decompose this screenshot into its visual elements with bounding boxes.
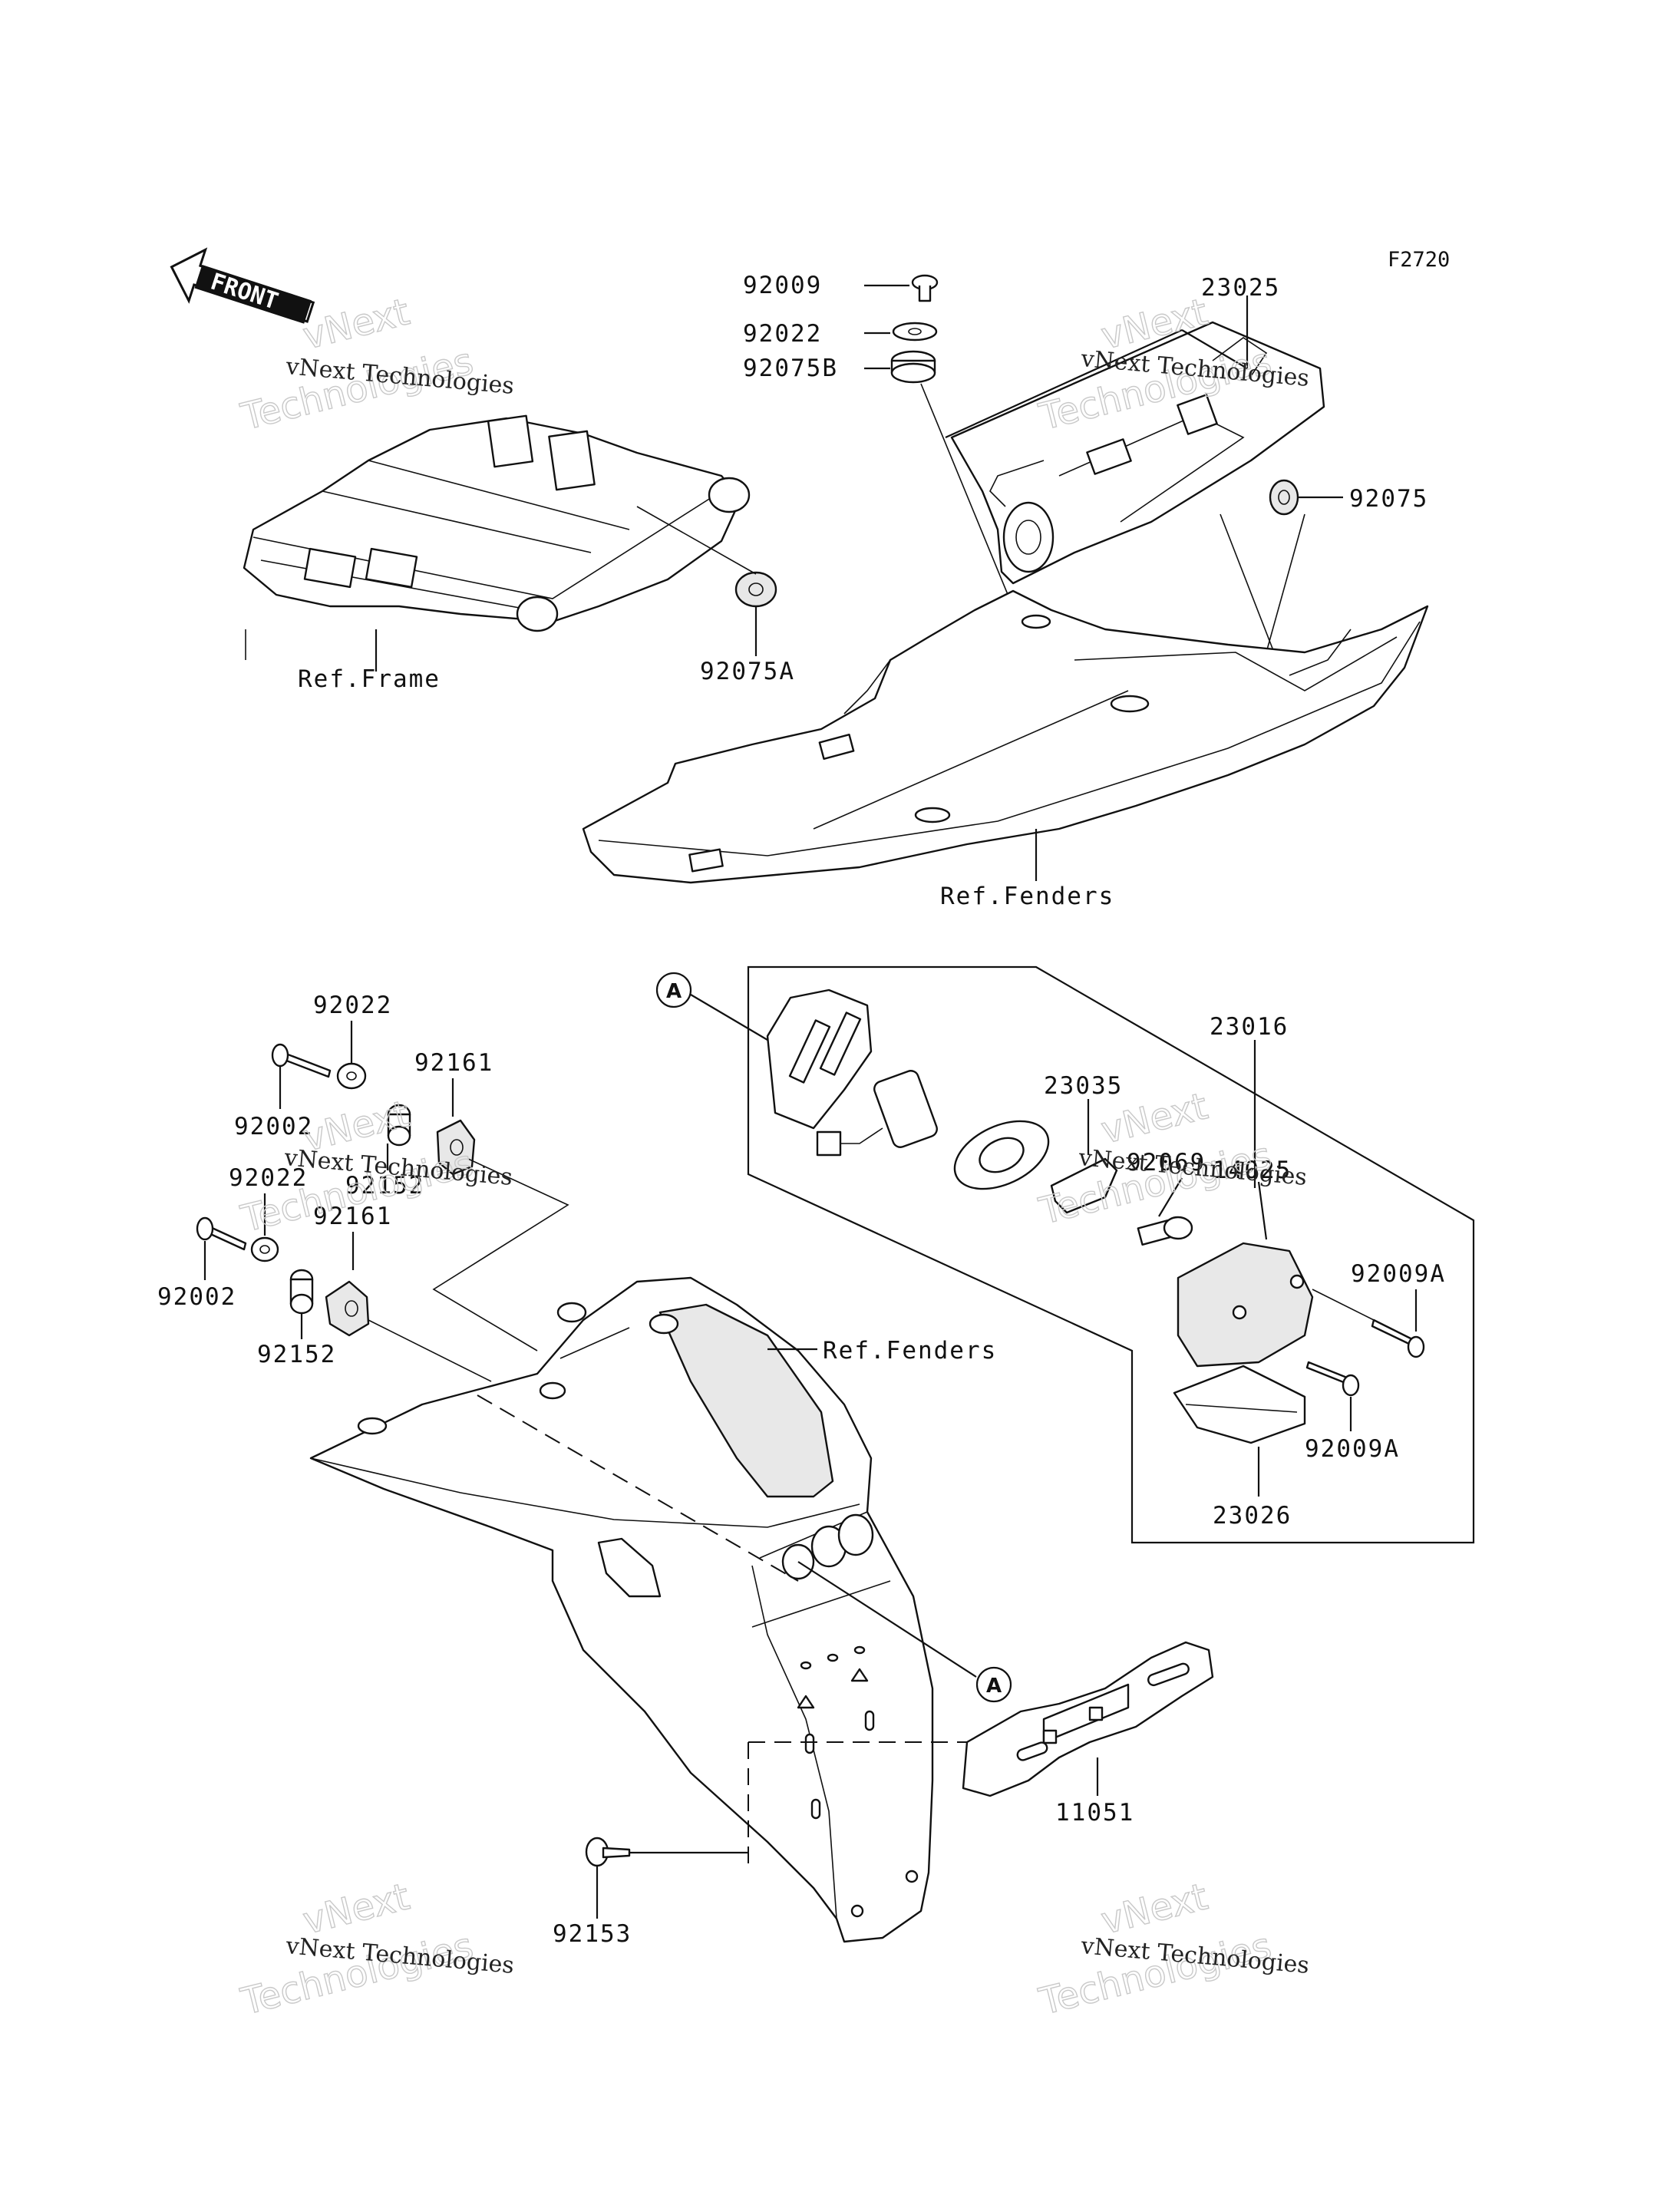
part-number-92069: 92069 <box>1127 1149 1206 1177</box>
bolt-92153 <box>585 1837 631 1867</box>
figure-code: F2720 <box>1388 248 1450 272</box>
svg-text:vNext: vNext <box>299 1875 414 1942</box>
grommet-92075 <box>1269 479 1299 516</box>
part-number-92161-b: 92161 <box>313 1203 392 1230</box>
svg-text:A: A <box>986 1675 1002 1698</box>
part-number-23035: 23035 <box>1044 1072 1123 1100</box>
part-number-11051: 11051 <box>1055 1799 1134 1827</box>
part-number-92022-a: 92022 <box>313 992 392 1019</box>
collar-92152-a <box>387 1104 411 1147</box>
screw-92009a-1 <box>1371 1318 1425 1358</box>
part-number-92161-a: 92161 <box>414 1049 493 1077</box>
callout-a-bottom: A <box>975 1666 1012 1703</box>
part-number-92152-b: 92152 <box>257 1341 336 1368</box>
part-number-92075a: 92075A <box>700 658 795 685</box>
part-number-92002-b: 92002 <box>157 1283 236 1311</box>
bolt-92002-b <box>196 1216 247 1251</box>
part-number-92075: 92075 <box>1349 485 1428 513</box>
bulb-92069 <box>1137 1216 1193 1246</box>
clip-23035 <box>1050 1157 1118 1214</box>
ref-frame-label: Ref.Frame <box>298 665 441 693</box>
seat-cover <box>582 589 1429 884</box>
washer-92022-b <box>250 1236 279 1262</box>
rear-fender <box>309 1276 934 1943</box>
front-label: FRONT <box>207 269 282 315</box>
part-number-92002-a: 92002 <box>234 1113 313 1140</box>
watermark-bottom-right: vNext Technologies vNext Technologies <box>1035 1875 1311 2025</box>
part-number-92009a-1: 92009A <box>1351 1260 1446 1288</box>
part-number-92153: 92153 <box>553 1920 632 1948</box>
watermark-mid-right: vNext Technologies vNext Technologies <box>1035 1084 1309 1234</box>
license-bracket-11051 <box>962 1641 1214 1797</box>
part-number-92075b: 92075B <box>743 355 838 382</box>
part-number-23026: 23026 <box>1213 1502 1292 1530</box>
watermark-bottom-left: vNext Technologies vNext Technologies <box>236 1875 516 2025</box>
part-number-92009: 92009 <box>743 272 822 299</box>
bracket-23025 <box>950 321 1325 585</box>
part-number-92009a-2: 92009A <box>1305 1435 1400 1463</box>
damper-92161-b <box>325 1280 370 1337</box>
screw-92009 <box>911 274 939 302</box>
svg-text:A: A <box>666 980 682 1003</box>
washer-92022-top <box>892 322 938 342</box>
svg-text:vNext: vNext <box>299 290 414 358</box>
washer-92022-a <box>336 1062 367 1090</box>
part-number-92152-a: 92152 <box>345 1172 424 1200</box>
collar-92152-b <box>289 1269 314 1315</box>
front-arrow-icon: FRONT <box>170 247 315 324</box>
bulb-socket-wiring <box>816 1070 938 1157</box>
part-number-23025: 23025 <box>1201 274 1280 302</box>
callout-a-top: A <box>655 972 692 1008</box>
grommet-92075a <box>734 571 777 608</box>
part-number-92022-top: 92022 <box>743 320 822 348</box>
ref-fenders-bottom-label: Ref.Fenders <box>823 1337 997 1365</box>
svg-text:vNext: vNext <box>1097 1875 1212 1942</box>
lamp-housing <box>766 988 873 1130</box>
damper-92161-a <box>436 1119 476 1176</box>
part-number-14025: 14025 <box>1213 1157 1292 1184</box>
frame-assembly <box>243 414 751 660</box>
taillight-frame <box>747 965 1475 1544</box>
part-number-23016: 23016 <box>1210 1013 1289 1041</box>
part-number-92022-b: 92022 <box>229 1164 308 1192</box>
reflector-23026 <box>1173 1365 1306 1444</box>
lens-14025 <box>1177 1242 1314 1368</box>
ref-fenders-top-label: Ref.Fenders <box>940 883 1114 910</box>
screw-92009a-2 <box>1305 1361 1360 1397</box>
bolt-92002-a <box>271 1043 332 1078</box>
socket-ring <box>953 1120 1050 1190</box>
grommet-92075b <box>890 350 936 384</box>
